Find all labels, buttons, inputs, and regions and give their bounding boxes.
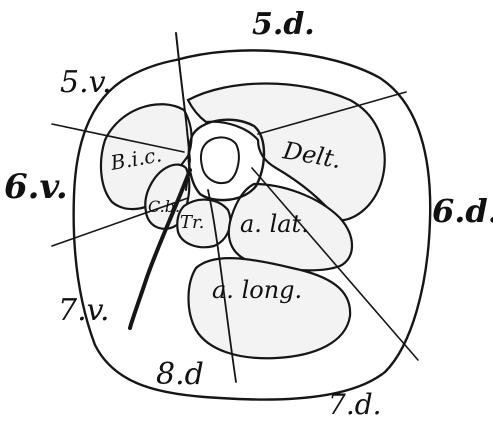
label-a-long: a. long. bbox=[212, 276, 302, 304]
label-triceps: Tr. bbox=[180, 212, 204, 233]
label-a-lat: a. lat. bbox=[240, 210, 309, 238]
label-coracobrachialis: C.b. bbox=[148, 197, 180, 216]
bone-marrow-cavity bbox=[201, 137, 239, 183]
label-6d: 6.d. bbox=[432, 192, 493, 230]
label-7v: 7.v. bbox=[58, 293, 110, 328]
label-6v: 6.v. bbox=[4, 167, 68, 207]
label-5v: 5.v. bbox=[60, 65, 112, 100]
label-7d: 7.d. bbox=[328, 388, 382, 421]
label-5d: 5.d. bbox=[252, 7, 315, 42]
a-long-muscle bbox=[189, 258, 351, 358]
label-8d: 8.d bbox=[156, 357, 204, 392]
